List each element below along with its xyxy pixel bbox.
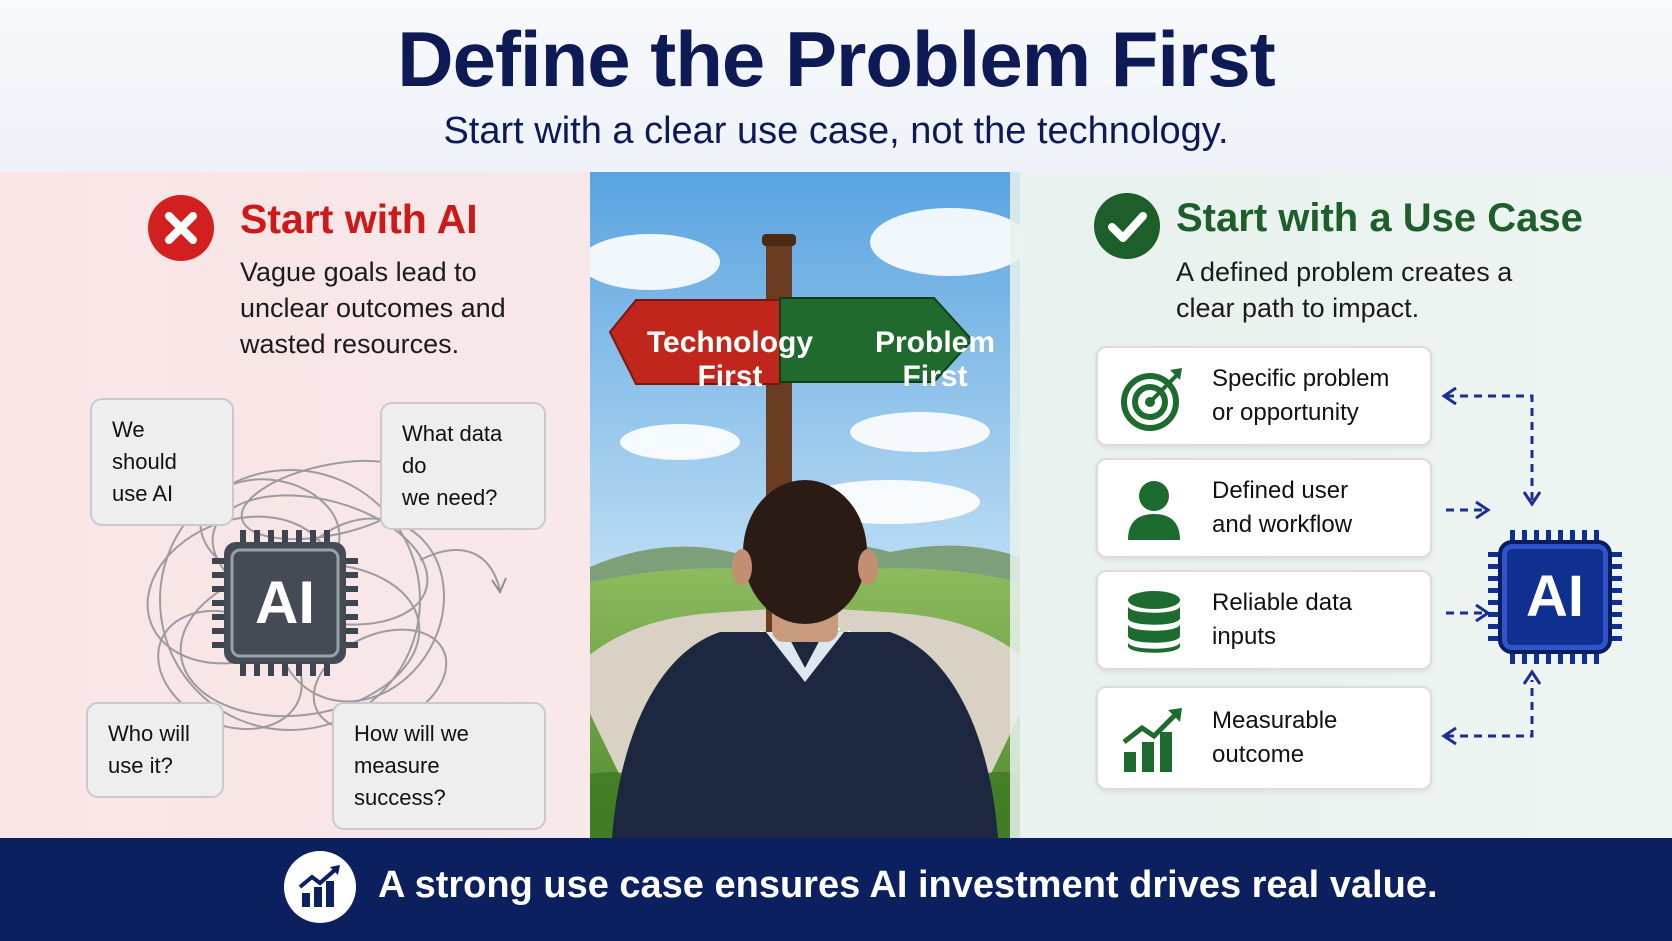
label-line: Measurable bbox=[1212, 707, 1338, 734]
use-case-item: Specific problem or opportunity bbox=[1096, 346, 1432, 446]
label-line: inputs bbox=[1212, 623, 1277, 650]
start-with-use-case-heading: Start with a Use Case bbox=[1176, 196, 1583, 240]
bubble-line: measure success? bbox=[354, 753, 446, 810]
bubble-line: use AI bbox=[112, 481, 174, 506]
use-case-item: Reliable data inputs bbox=[1096, 570, 1432, 670]
technology-first-sign: Technology First bbox=[645, 326, 815, 394]
ai-chip-pins bbox=[1488, 530, 1622, 664]
database-icon bbox=[1120, 588, 1188, 661]
bubble-line: Who will bbox=[108, 721, 190, 746]
label-line: or opportunity bbox=[1212, 399, 1359, 426]
question-bubble: How will we measure success? bbox=[332, 702, 546, 830]
bubble-line: How will we bbox=[354, 721, 469, 746]
footer-banner bbox=[0, 838, 1672, 941]
ai-chip bbox=[1498, 540, 1612, 654]
label-line: Specific problem bbox=[1212, 365, 1390, 392]
check-icon bbox=[1094, 193, 1160, 259]
use-case-item-label: Specific problem or opportunity bbox=[1212, 348, 1389, 444]
crossroads-scene bbox=[590, 172, 1020, 838]
question-bubble: What data do we need? bbox=[380, 402, 546, 530]
user-icon bbox=[1120, 476, 1188, 549]
close-icon bbox=[148, 195, 214, 261]
use-case-item-label: Measurable outcome bbox=[1212, 688, 1337, 788]
target-icon bbox=[1120, 364, 1188, 437]
sign-line: Problem bbox=[874, 326, 996, 359]
tangled-paths-diagram bbox=[146, 459, 507, 732]
bubble-line: use it? bbox=[108, 753, 173, 778]
use-case-item-label: Reliable data inputs bbox=[1212, 572, 1352, 668]
bubble-line: We should bbox=[112, 417, 177, 474]
label-line: Defined user bbox=[1212, 477, 1349, 504]
footer-message: A strong use case ensures AI investment … bbox=[378, 864, 1438, 906]
start-with-ai-description: Vague goals lead to unclear outcomes and… bbox=[240, 257, 506, 359]
label-line: outcome bbox=[1212, 741, 1305, 768]
question-bubble: We should use AI bbox=[90, 398, 234, 526]
label-line: Reliable data bbox=[1212, 589, 1353, 616]
start-with-use-case-description: A defined problem creates a clear path t… bbox=[1176, 257, 1513, 323]
use-case-item: Defined user and workflow bbox=[1096, 458, 1432, 558]
use-case-item: Measurable outcome bbox=[1096, 686, 1432, 790]
sign-line: First bbox=[902, 360, 968, 393]
use-case-item-label: Defined user and workflow bbox=[1212, 460, 1352, 556]
ai-chip-label: AI bbox=[1526, 564, 1584, 629]
label-line: and workflow bbox=[1212, 511, 1353, 538]
bubble-line: we need? bbox=[402, 485, 498, 510]
bubble-line: What data do bbox=[402, 421, 503, 478]
growth-chart-icon bbox=[284, 851, 356, 923]
ai-chip-label-left: AI bbox=[255, 569, 315, 636]
page-title: Define the Problem First bbox=[397, 15, 1276, 103]
sign-line: First bbox=[697, 360, 763, 393]
problem-first-sign: Problem First bbox=[850, 326, 1020, 394]
question-bubble: Who will use it? bbox=[86, 702, 224, 798]
page-subtitle: Start with a clear use case, not the tec… bbox=[443, 110, 1229, 152]
header: Define the Problem First Start with a cl… bbox=[0, 0, 1672, 172]
start-with-ai-heading: Start with AI bbox=[240, 196, 478, 242]
growth-chart-icon bbox=[1120, 706, 1188, 779]
sign-line: Technology bbox=[646, 326, 814, 359]
